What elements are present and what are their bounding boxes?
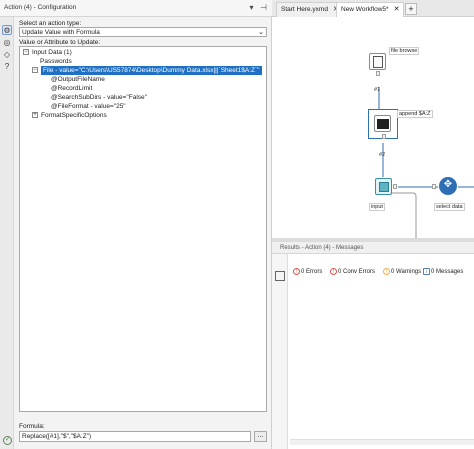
formula-editor-button[interactable]: ... <box>254 431 267 442</box>
workflow-canvas[interactable]: file browse #1 append $A:Z #2 input ✥ se… <box>272 17 474 238</box>
results-panel: Results - Action (4) - Messages !0 Error… <box>272 242 474 449</box>
configuration-title: Action (4) - Configuration <box>4 4 77 11</box>
tree-node-label: Input Data (1) <box>32 49 72 56</box>
tree-node-label-selected: File - value="C:\Users\US57874\Desktop\D… <box>41 66 262 75</box>
action-type-value: Update Value with Formula <box>22 29 100 36</box>
configuration-header: Action (4) - Configuration ▾ ⊣ <box>0 0 272 17</box>
formula-value: Replace([#1],"$","$A:Z") <box>22 433 92 440</box>
warnings-filter[interactable]: !0 Warnings <box>383 268 421 275</box>
results-title: Results - Action (4) - Messages <box>280 245 364 251</box>
error-icon: ! <box>293 268 300 275</box>
panel-dropdown-icon[interactable]: ▾ <box>249 3 254 12</box>
tree-node-output-filename[interactable]: @OutputFileName <box>51 75 105 84</box>
configuration-panel: Action (4) - Configuration ▾ ⊣ ⚙ ◎ ◇ ? S… <box>0 0 272 449</box>
formula-input[interactable]: Replace([#1],"$","$A:Z") <box>19 431 251 442</box>
panel-splitter[interactable] <box>272 238 474 242</box>
tree-node-label: @RecordLimit <box>51 85 93 92</box>
tool-label: file browse <box>389 47 420 55</box>
connection-label: #1 <box>374 87 381 93</box>
errors-count: 0 Errors <box>301 269 323 276</box>
tree-node-passwords[interactable]: Passwords <box>40 57 72 66</box>
tab-label: New Workflow5* <box>341 6 389 13</box>
formula-label: Formula: <box>19 423 45 430</box>
input-tool[interactable] <box>375 178 392 195</box>
output-anchor[interactable] <box>382 134 386 139</box>
connection-label: #2 <box>379 152 386 158</box>
input-anchor[interactable] <box>432 184 436 189</box>
tab-label: Start Here.yxmd <box>281 6 328 13</box>
tab-start-here[interactable]: Start Here.yxmd ✕ <box>276 2 344 17</box>
move-icon: ✥ <box>443 179 453 190</box>
configuration-form: Select an action type: Update Value with… <box>17 17 269 449</box>
tree-node-record-limit[interactable]: @RecordLimit <box>51 84 92 93</box>
tree-node-file-format[interactable]: @FileFormat - value="25" <box>51 102 126 111</box>
close-icon[interactable]: ✕ <box>393 6 400 13</box>
messages-count: 0 Messages <box>431 269 464 276</box>
tool-label: select data <box>434 203 465 211</box>
conv-error-icon: ! <box>330 268 337 275</box>
expand-icon[interactable]: + <box>32 112 38 118</box>
errors-filter[interactable]: !0 Errors <box>293 268 322 275</box>
tool-label: append $A:Z <box>397 110 433 118</box>
config-icon-bar: ⚙ ◎ ◇ ? <box>0 17 14 449</box>
help-icon[interactable]: ? <box>4 62 10 71</box>
output-anchor[interactable] <box>376 71 380 76</box>
globe-icon[interactable]: ◎ <box>3 38 11 47</box>
horizontal-scrollbar[interactable] <box>290 439 474 445</box>
collapse-icon[interactable]: − <box>23 49 29 55</box>
workflow-area: Start Here.yxmd✕ New Workflow5*✕ + file … <box>272 0 474 449</box>
workflow-tab-bar: Start Here.yxmd✕ New Workflow5*✕ + <box>272 0 474 17</box>
check-icon: ✓ <box>3 436 12 445</box>
warning-icon: ! <box>383 268 390 275</box>
warnings-count: 0 Warnings <box>391 269 422 276</box>
tree-node-label: @SearchSubDirs - value="False" <box>51 94 147 101</box>
pin-icon[interactable]: ⊣ <box>260 3 267 12</box>
select-data-tool[interactable]: ✥ <box>439 177 457 195</box>
tree-node-label: @OutputFileName <box>51 76 105 83</box>
connector-5 <box>392 192 417 238</box>
results-side-bar <box>272 254 288 449</box>
clapperboard-icon <box>377 119 389 129</box>
grid-icon[interactable] <box>275 271 285 281</box>
message-icon: i <box>423 268 430 275</box>
results-header: Results - Action (4) - Messages <box>272 242 474 254</box>
tree-node-label: @FileFormat - value="25" <box>51 103 126 110</box>
close-icon[interactable]: ✕ <box>333 6 339 13</box>
tag-icon[interactable]: ◇ <box>3 50 11 59</box>
file-icon <box>373 56 383 68</box>
connector-lines <box>378 87 474 238</box>
tab-new-workflow5[interactable]: New Workflow5*✕ <box>336 2 405 17</box>
conv-errors-filter[interactable]: !0 Conv Errors <box>330 268 375 275</box>
chevron-down-icon: ⌄ <box>258 29 264 36</box>
action-type-select[interactable]: Update Value with Formula ⌄ <box>19 27 267 37</box>
tree-node-search-subdirs[interactable]: @SearchSubDirs - value="False" <box>51 93 147 102</box>
tree-node-label: Passwords <box>40 58 72 65</box>
value-to-update-label: Value or Attribute to Update: <box>19 39 101 46</box>
conv-errors-count: 0 Conv Errors <box>338 269 376 276</box>
add-tab-button[interactable]: + <box>405 3 417 15</box>
output-anchor[interactable] <box>393 184 397 189</box>
file-browse-tool[interactable] <box>369 53 386 70</box>
collapse-icon[interactable]: − <box>32 67 38 73</box>
gear-icon[interactable]: ⚙ <box>2 25 12 35</box>
append-tool[interactable] <box>374 115 391 132</box>
value-tree[interactable]: − Input Data (1) Passwords − File - valu… <box>19 46 267 412</box>
tree-node-label: FormatSpecificOptions <box>41 112 107 119</box>
action-type-label: Select an action type: <box>19 20 82 27</box>
book-icon <box>379 182 389 192</box>
tool-label: input <box>369 203 385 211</box>
